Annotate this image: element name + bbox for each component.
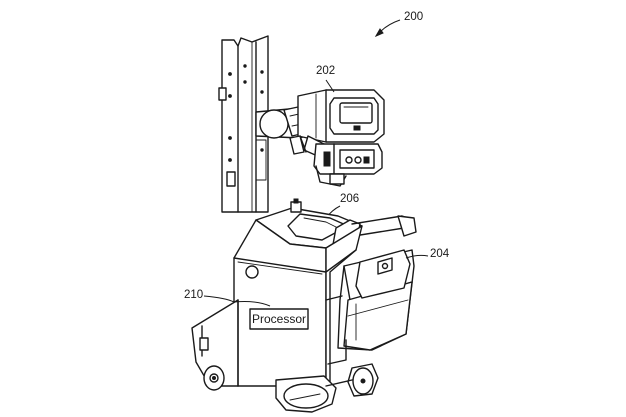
ref-200-label: 200	[404, 11, 423, 23]
detector-bin	[325, 249, 415, 365]
ref-202-label: 202	[316, 65, 335, 77]
processor-box: Processor	[249, 308, 309, 330]
processor-label: Processor	[252, 312, 306, 326]
ref-202-leader	[325, 79, 335, 93]
ref-204-leader	[405, 254, 429, 259]
ref-210-label: 210	[184, 289, 203, 301]
ref-204-label: 204	[430, 248, 450, 260]
ref-210-leader	[203, 295, 271, 307]
ref-206-label: 206	[340, 193, 359, 205]
collimator	[313, 143, 383, 187]
mast	[218, 35, 269, 213]
wheels	[203, 363, 379, 413]
ref-200-arrow	[374, 19, 401, 38]
cart-body	[191, 198, 417, 387]
